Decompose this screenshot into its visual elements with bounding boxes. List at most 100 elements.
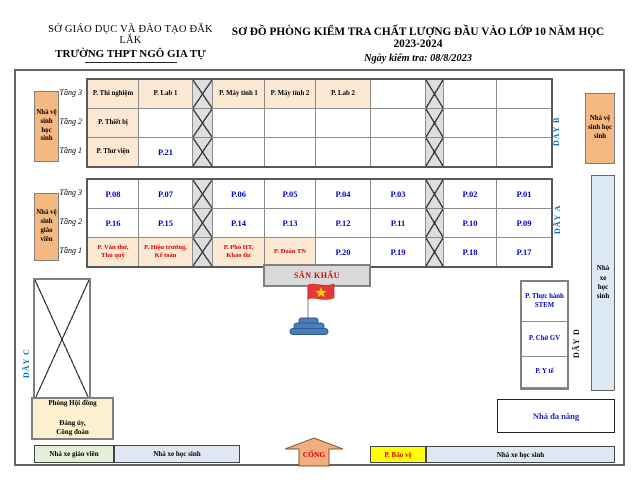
floor-label: Tầng 2 xyxy=(59,117,82,126)
room-cell: P. Đoàn TN xyxy=(265,238,315,266)
room-cell: P. Chờ GV xyxy=(522,322,567,356)
room-cell: P. Phó HT, Khảo thí xyxy=(213,238,264,266)
header-underline xyxy=(84,62,177,63)
building-a: P.08 P.07 P.06 P.05 P.04 P.03 P.02 P.01 … xyxy=(86,178,553,268)
building-a-floor-labels: Tầng 3 Tầng 2 Tầng 1 xyxy=(50,178,82,265)
floor-label: Tầng 1 xyxy=(59,146,82,155)
room-cell xyxy=(371,80,425,108)
room-cell: P.20 xyxy=(316,238,370,266)
exam-date: Ngày kiểm tra: 08/8/2023 xyxy=(364,53,472,64)
student-parking-right: Nhà xe học sinh xyxy=(591,175,615,391)
wc-students-top: Nhà vệ sinh học sinh xyxy=(34,91,59,162)
page-title: SƠ ĐỒ PHÒNG KIỂM TRA CHẤT LƯỢNG ĐẦU VÀO … xyxy=(231,26,605,50)
stairs-hatch xyxy=(193,209,212,237)
stairs-hatch xyxy=(193,109,212,137)
room-cell xyxy=(213,109,264,137)
room-cell xyxy=(139,109,192,137)
room-cell xyxy=(316,138,370,166)
up-arrow-icon xyxy=(284,437,344,467)
multipurpose-hall: Nhà đa năng xyxy=(497,399,615,433)
stairs-hatch xyxy=(193,138,212,166)
room-cell: P.05 xyxy=(265,180,315,208)
room-cell xyxy=(371,138,425,166)
campus-map: Tầng 3 Tầng 2 Tầng 1 P. Thí nghiệm P. La… xyxy=(14,69,625,467)
room-cell: P. Thí nghiệm xyxy=(88,80,138,108)
room-cell: P.09 xyxy=(497,209,551,237)
room-cell: P. Lab 1 xyxy=(139,80,192,108)
header-school-block: SỞ GIÁO DỤC VÀ ĐÀO TẠO ĐẮK LẮK TRƯỜNG TH… xyxy=(38,24,223,63)
wing-label-day-b: DÃY B xyxy=(552,116,561,146)
room-cell: P.03 xyxy=(371,180,425,208)
room-cell xyxy=(497,80,551,108)
room-cell: P. Y tế xyxy=(522,357,567,387)
flag-podium-icon xyxy=(289,283,335,335)
room-cell: P. Lab 2 xyxy=(316,80,370,108)
room-cell: P.17 xyxy=(497,238,551,266)
room-cell: P. Máy tính 1 xyxy=(213,80,264,108)
room-cell: P. Thực hành STEM xyxy=(522,282,567,321)
building-d: P. Thực hành STEM P. Chờ GV P. Y tế xyxy=(520,280,569,390)
stairs-hatch xyxy=(426,109,443,137)
stairs-hatch xyxy=(426,138,443,166)
room-cell: P.21 xyxy=(139,138,192,166)
room-cell: P.08 xyxy=(88,180,138,208)
wc-students-right: Nhà vệ sinh học sinh xyxy=(585,93,615,164)
stairs-hatch xyxy=(426,238,443,266)
room-cell xyxy=(497,109,551,137)
room-cell xyxy=(316,109,370,137)
floor-label: Tầng 1 xyxy=(59,246,82,255)
student-parking-bottom-left: Nhà xe học sinh xyxy=(114,445,240,463)
building-b-floor-labels: Tầng 3 Tầng 2 Tầng 1 xyxy=(50,78,82,165)
building-c-crossed xyxy=(33,278,91,401)
teacher-parking: Nhà xe giáo viên xyxy=(34,445,114,463)
stairs-hatch xyxy=(426,209,443,237)
room-cell: P.10 xyxy=(444,209,496,237)
student-parking-bottom-right: Nhà xe học sinh xyxy=(426,446,615,463)
room-cell xyxy=(444,80,496,108)
room-cell: P.15 xyxy=(139,209,192,237)
department-name: SỞ GIÁO DỤC VÀ ĐÀO TẠO ĐẮK LẮK xyxy=(48,24,213,46)
room-cell: P.12 xyxy=(316,209,370,237)
room-cell: P.19 xyxy=(371,238,425,266)
room-cell: P. Thư viện xyxy=(88,138,138,166)
room-cell: P.13 xyxy=(265,209,315,237)
stairs-hatch xyxy=(193,180,212,208)
room-cell: P. Thiết bị xyxy=(88,109,138,137)
room-cell: P.02 xyxy=(444,180,496,208)
wc-teachers: Nhà vệ sinh giáo viên xyxy=(34,193,59,261)
room-cell: P.04 xyxy=(316,180,370,208)
stairs-hatch xyxy=(426,180,443,208)
floor-label: Tầng 2 xyxy=(59,217,82,226)
floor-label: Tầng 3 xyxy=(59,88,82,97)
floor-label: Tầng 3 xyxy=(59,188,82,197)
building-b: P. Thí nghiệm P. Lab 1 P. Máy tính 1 P. … xyxy=(86,78,553,168)
wing-label-day-d: DÃY D xyxy=(572,328,581,358)
room-cell: P. Hiệu trưởng, Kế toán xyxy=(139,238,192,266)
council-room: Phòng Hội đồng Đảng ủy, Công đoàn xyxy=(31,397,114,440)
school-name: TRƯỜNG THPT NGÔ GIA TỰ xyxy=(55,48,206,60)
room-cell xyxy=(444,138,496,166)
gate-arrow: CỔNG xyxy=(283,437,345,467)
room-cell: P.16 xyxy=(88,209,138,237)
room-cell xyxy=(497,138,551,166)
room-cell: P.06 xyxy=(213,180,264,208)
room-cell: P.18 xyxy=(444,238,496,266)
stairs-hatch xyxy=(193,80,212,108)
stairs-hatch xyxy=(426,80,443,108)
stairs-hatch xyxy=(193,238,212,266)
room-cell xyxy=(371,109,425,137)
header-title-block: SƠ ĐỒ PHÒNG KIỂM TRA CHẤT LƯỢNG ĐẦU VÀO … xyxy=(218,26,618,64)
room-cell: P.07 xyxy=(139,180,192,208)
room-cell xyxy=(265,138,315,166)
room-cell xyxy=(213,138,264,166)
room-cell: P.14 xyxy=(213,209,264,237)
security-room: P. Bảo vệ xyxy=(370,446,426,463)
room-cell: P. Máy tính 2 xyxy=(265,80,315,108)
gate-label: CỔNG xyxy=(302,450,326,459)
room-cell: P.01 xyxy=(497,180,551,208)
room-cell xyxy=(265,109,315,137)
room-cell: P.11 xyxy=(371,209,425,237)
room-cell: P. Văn thư, Thủ quỹ xyxy=(88,238,138,266)
wing-label-day-c: DÃY C xyxy=(22,348,31,378)
